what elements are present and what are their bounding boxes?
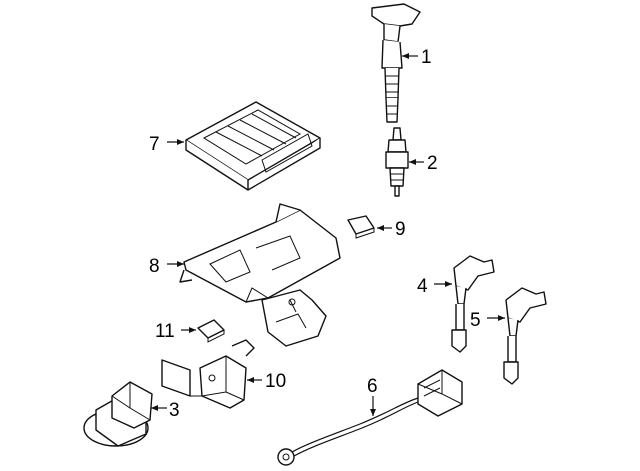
pad-part-9 xyxy=(347,215,375,239)
ignition-coil-part xyxy=(371,3,421,123)
callout-1: 1 xyxy=(421,47,432,68)
pad-part-11 xyxy=(197,319,225,343)
callout-6: 6 xyxy=(367,376,378,397)
callout-2: 2 xyxy=(427,153,438,174)
mounting-bracket-part xyxy=(179,203,341,347)
knock-sensor-part xyxy=(83,381,153,447)
callout-10: 10 xyxy=(265,371,286,392)
sensor-part-4 xyxy=(451,255,495,353)
control-unit-part-10 xyxy=(161,339,255,409)
spark-plug-part xyxy=(385,127,409,197)
callout-5: 5 xyxy=(470,310,481,331)
engine-control-module-part xyxy=(185,101,321,191)
callout-3: 3 xyxy=(169,400,180,421)
callout-7: 7 xyxy=(149,134,160,155)
callout-11: 11 xyxy=(155,321,175,342)
sensor-part-6 xyxy=(277,369,463,466)
callout-4: 4 xyxy=(417,276,428,297)
callout-8: 8 xyxy=(149,256,160,277)
sensor-part-5 xyxy=(503,287,547,385)
callout-9: 9 xyxy=(395,219,406,240)
